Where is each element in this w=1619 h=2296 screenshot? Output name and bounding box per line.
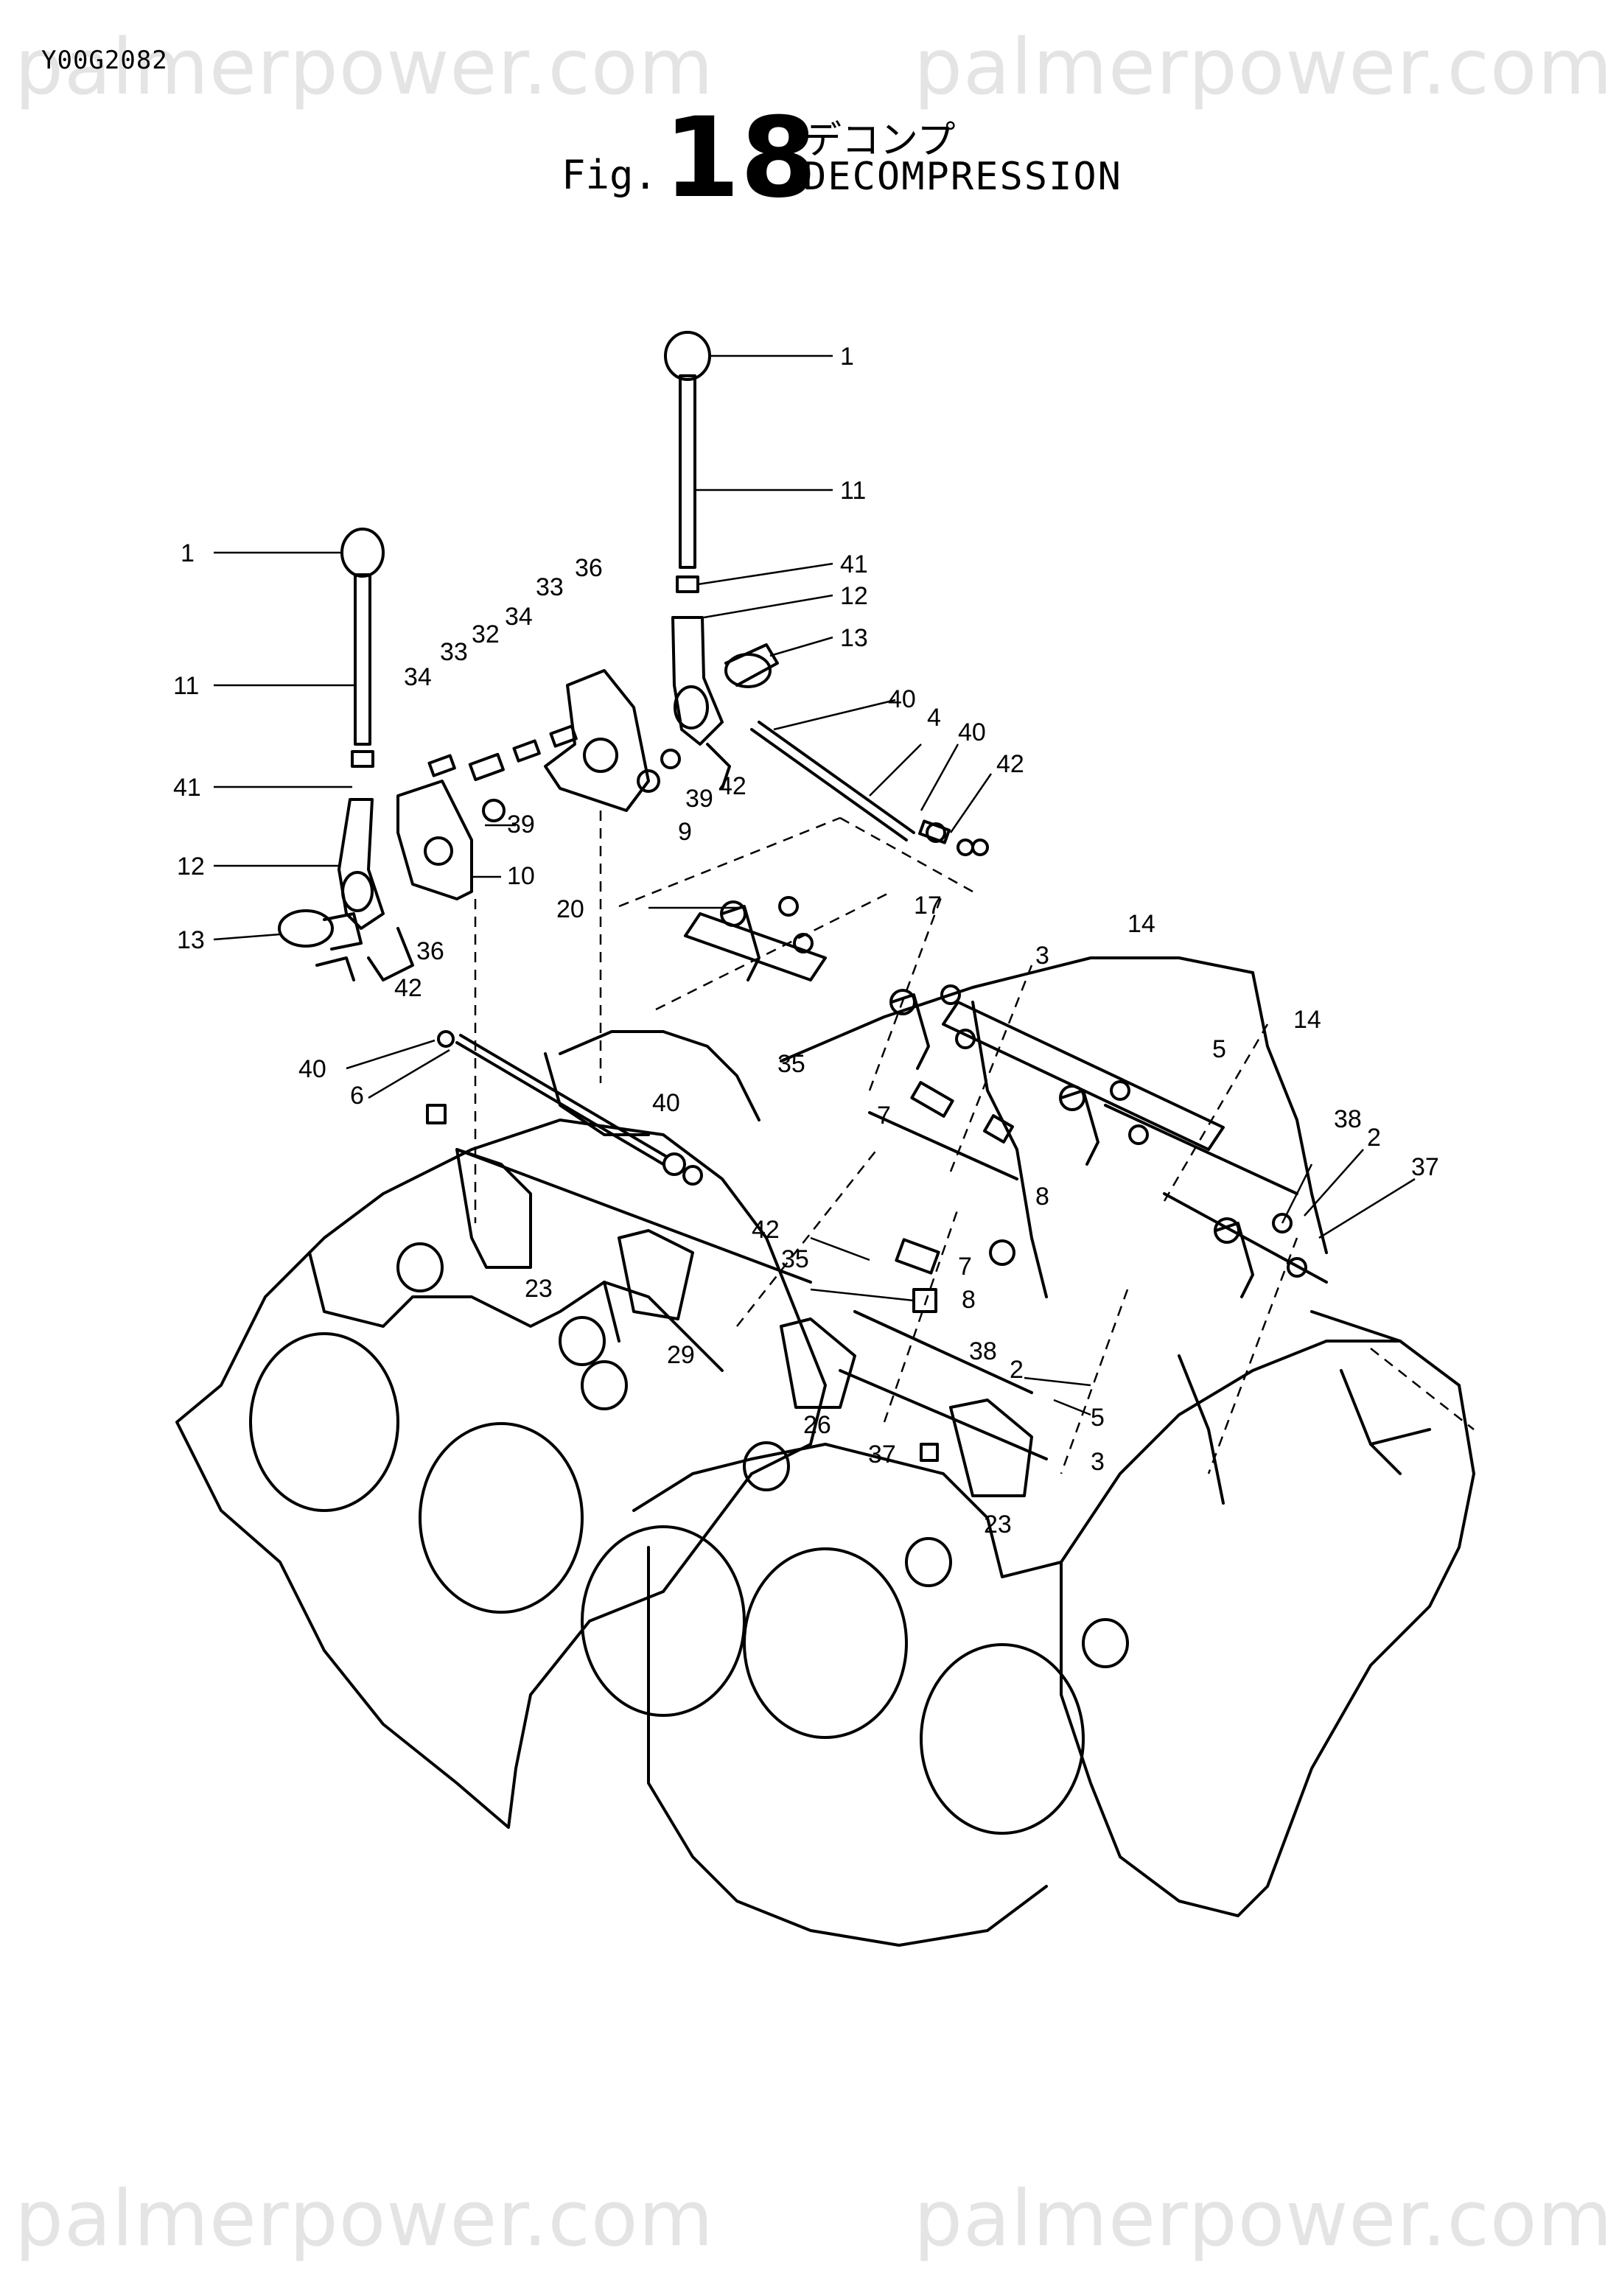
document-id: Y00G2082 <box>41 46 168 75</box>
callout-40-upper-right: 40 <box>958 718 986 746</box>
callout-42-left: 42 <box>394 974 422 1002</box>
callout-14-left: 14 <box>1127 910 1155 938</box>
rocker-shafts <box>455 912 1328 1460</box>
callout-42-upper-mid: 42 <box>718 772 746 800</box>
callout-4: 4 <box>927 704 941 732</box>
callout-32: 32 <box>472 620 500 648</box>
rod-right <box>664 331 711 593</box>
watermark-bottom-right: palmerpower.com <box>914 2174 1613 2264</box>
callout-38-lower: 38 <box>969 1337 997 1365</box>
callout-labels: 1 11 41 12 13 40 4 40 42 36 33 34 32 33 … <box>173 343 1439 1539</box>
watermark-top-right: palmerpower.com <box>914 22 1613 112</box>
callout-39-right: 39 <box>685 785 713 813</box>
callout-42-upper-right: 42 <box>996 750 1024 778</box>
rocker-arm-20 <box>720 896 814 981</box>
callout-23-right: 23 <box>984 1511 1012 1539</box>
callout-2-upper: 2 <box>1367 1124 1381 1152</box>
callout-40-mid: 40 <box>652 1089 680 1117</box>
lower-bracket-26 <box>780 1317 856 1409</box>
rod-left <box>340 528 385 768</box>
figure-prefix: Fig. <box>562 152 658 198</box>
watermark-bottom-left: palmerpower.com <box>15 2174 714 2264</box>
callout-14-right: 14 <box>1293 1006 1321 1034</box>
callout-37-upper: 37 <box>1411 1153 1439 1181</box>
callout-3-lower: 3 <box>1091 1448 1105 1476</box>
callout-11-right: 11 <box>840 477 866 505</box>
callout-42-mid: 42 <box>752 1216 780 1244</box>
figure-number: 18 <box>663 94 817 223</box>
callout-36-lower: 36 <box>416 937 444 965</box>
callout-40-left: 40 <box>298 1055 326 1083</box>
callout-20: 20 <box>556 895 584 923</box>
lever-assembly-left <box>278 798 414 981</box>
cylinder-bores <box>249 1242 1129 1835</box>
callout-41-right: 41 <box>840 550 868 578</box>
callout-12-left: 12 <box>177 853 205 881</box>
callout-29: 29 <box>667 1341 695 1369</box>
figure-title-english: DECOMPRESSION <box>803 155 1122 199</box>
callout-6: 6 <box>350 1082 364 1110</box>
callout-2-lower: 2 <box>1010 1356 1024 1384</box>
callout-34-upper: 34 <box>505 603 533 631</box>
callout-23-left: 23 <box>525 1275 553 1303</box>
callout-1-right: 1 <box>840 343 854 371</box>
callout-17: 17 <box>914 892 942 920</box>
linkage-rod-4 <box>750 721 989 856</box>
figure-title-japanese: デコンプ <box>803 119 956 163</box>
linkage-rod-6 <box>437 1030 703 1186</box>
rocker-arm-14a <box>1059 1080 1149 1166</box>
callout-10: 10 <box>507 862 535 890</box>
callout-7-lower: 7 <box>958 1253 972 1281</box>
callout-33-lower: 33 <box>440 638 468 666</box>
callout-35-lower: 35 <box>781 1245 809 1273</box>
lower-bracket-29 <box>603 1229 694 1343</box>
lower-bracket-23-left <box>426 1104 532 1269</box>
lower-bracket-23-right <box>920 1399 1033 1497</box>
springs-7-8 <box>895 1081 1015 1313</box>
callout-39-left: 39 <box>507 811 535 839</box>
callout-37-lower: 37 <box>868 1441 896 1469</box>
engine-block <box>175 956 1475 1947</box>
callout-7-upper: 7 <box>877 1102 891 1130</box>
callout-38-upper: 38 <box>1334 1105 1362 1133</box>
callout-1-left: 1 <box>181 539 195 567</box>
callout-36-upper: 36 <box>575 554 603 582</box>
callout-13-right: 13 <box>840 624 868 652</box>
callout-5-upper: 5 <box>1212 1035 1226 1063</box>
callout-8-lower: 8 <box>962 1286 976 1314</box>
springs-bolts-top <box>427 724 681 822</box>
callout-41-left: 41 <box>173 774 201 802</box>
lever-assembly-right <box>671 616 779 790</box>
callout-40-upper: 40 <box>888 685 916 713</box>
callout-12-right: 12 <box>840 582 868 610</box>
callout-11-left: 11 <box>173 672 199 700</box>
callout-8-upper: 8 <box>1035 1183 1049 1211</box>
callout-3-upper: 3 <box>1035 942 1049 970</box>
callout-5-lower: 5 <box>1091 1404 1105 1432</box>
leader-lines <box>213 354 1416 1416</box>
bracket-item-9 <box>544 669 650 812</box>
watermark-top-left: palmerpower.com <box>15 22 714 112</box>
rocker-arm-14b <box>1214 1213 1307 1298</box>
callout-34-lower: 34 <box>404 663 432 691</box>
callout-33-upper: 33 <box>536 573 564 601</box>
bracket-item-10 <box>396 780 473 900</box>
callout-9: 9 <box>678 818 692 846</box>
exploded-view-guides <box>474 811 1475 1474</box>
callout-13-left: 13 <box>177 926 205 954</box>
callout-35-upper: 35 <box>777 1050 805 1078</box>
callout-26: 26 <box>803 1411 831 1439</box>
